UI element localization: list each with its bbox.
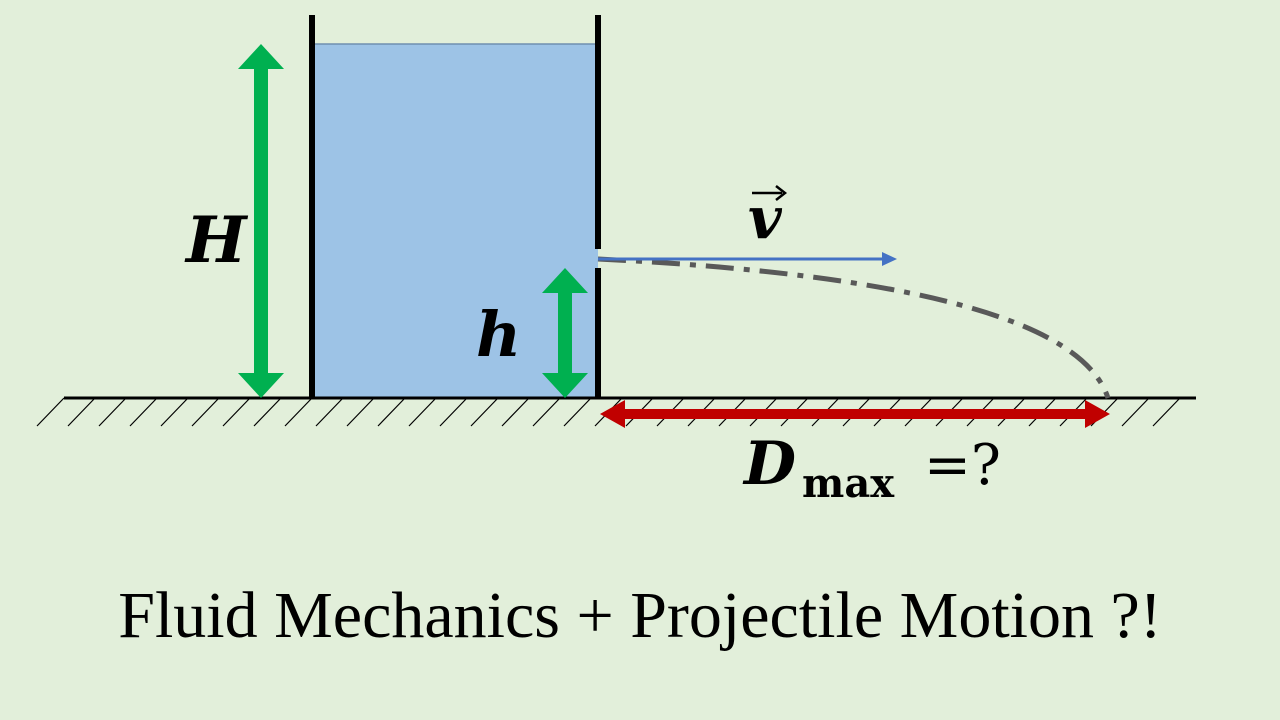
hatch-mark [439,397,468,427]
hatch-mark [563,397,592,427]
hatch-mark [98,397,127,427]
hatch-mark [377,397,406,427]
hatch-mark [1121,397,1150,427]
distance-arrow [600,400,1110,428]
hatch-mark [36,397,65,427]
hatch-mark [346,397,375,427]
hatch-mark [315,397,344,427]
hatch-mark [501,397,530,427]
velocity-arrow-head [882,252,897,266]
distance-label-main: D [742,429,796,499]
distance-label-subscript: max [802,460,895,507]
hatch-mark [222,397,251,427]
hatch-mark [284,397,313,427]
hatch-mark [470,397,499,427]
ground-hatching [36,397,1181,427]
vector-symbol-head [775,185,788,201]
tank-height-arrow [238,44,284,398]
tank-height-label: H [184,203,249,278]
title-caption: Fluid Mechanics + Projectile Motion ?! [118,579,1162,652]
hole-height-label: h [476,298,521,371]
water-fill [313,44,598,398]
hatch-mark [408,397,437,427]
hole-height-arrow [542,268,588,398]
distance-label-equals-question: =? [924,433,1001,498]
water-jet-trajectory [597,256,1111,399]
velocity-label: v [748,184,783,252]
hatch-mark [129,397,158,427]
hatch-mark [67,397,96,427]
hatch-mark [160,397,189,427]
hatch-mark [253,397,282,427]
hatch-mark [191,397,220,427]
hatch-mark [532,397,561,427]
hatch-mark [1152,397,1181,427]
